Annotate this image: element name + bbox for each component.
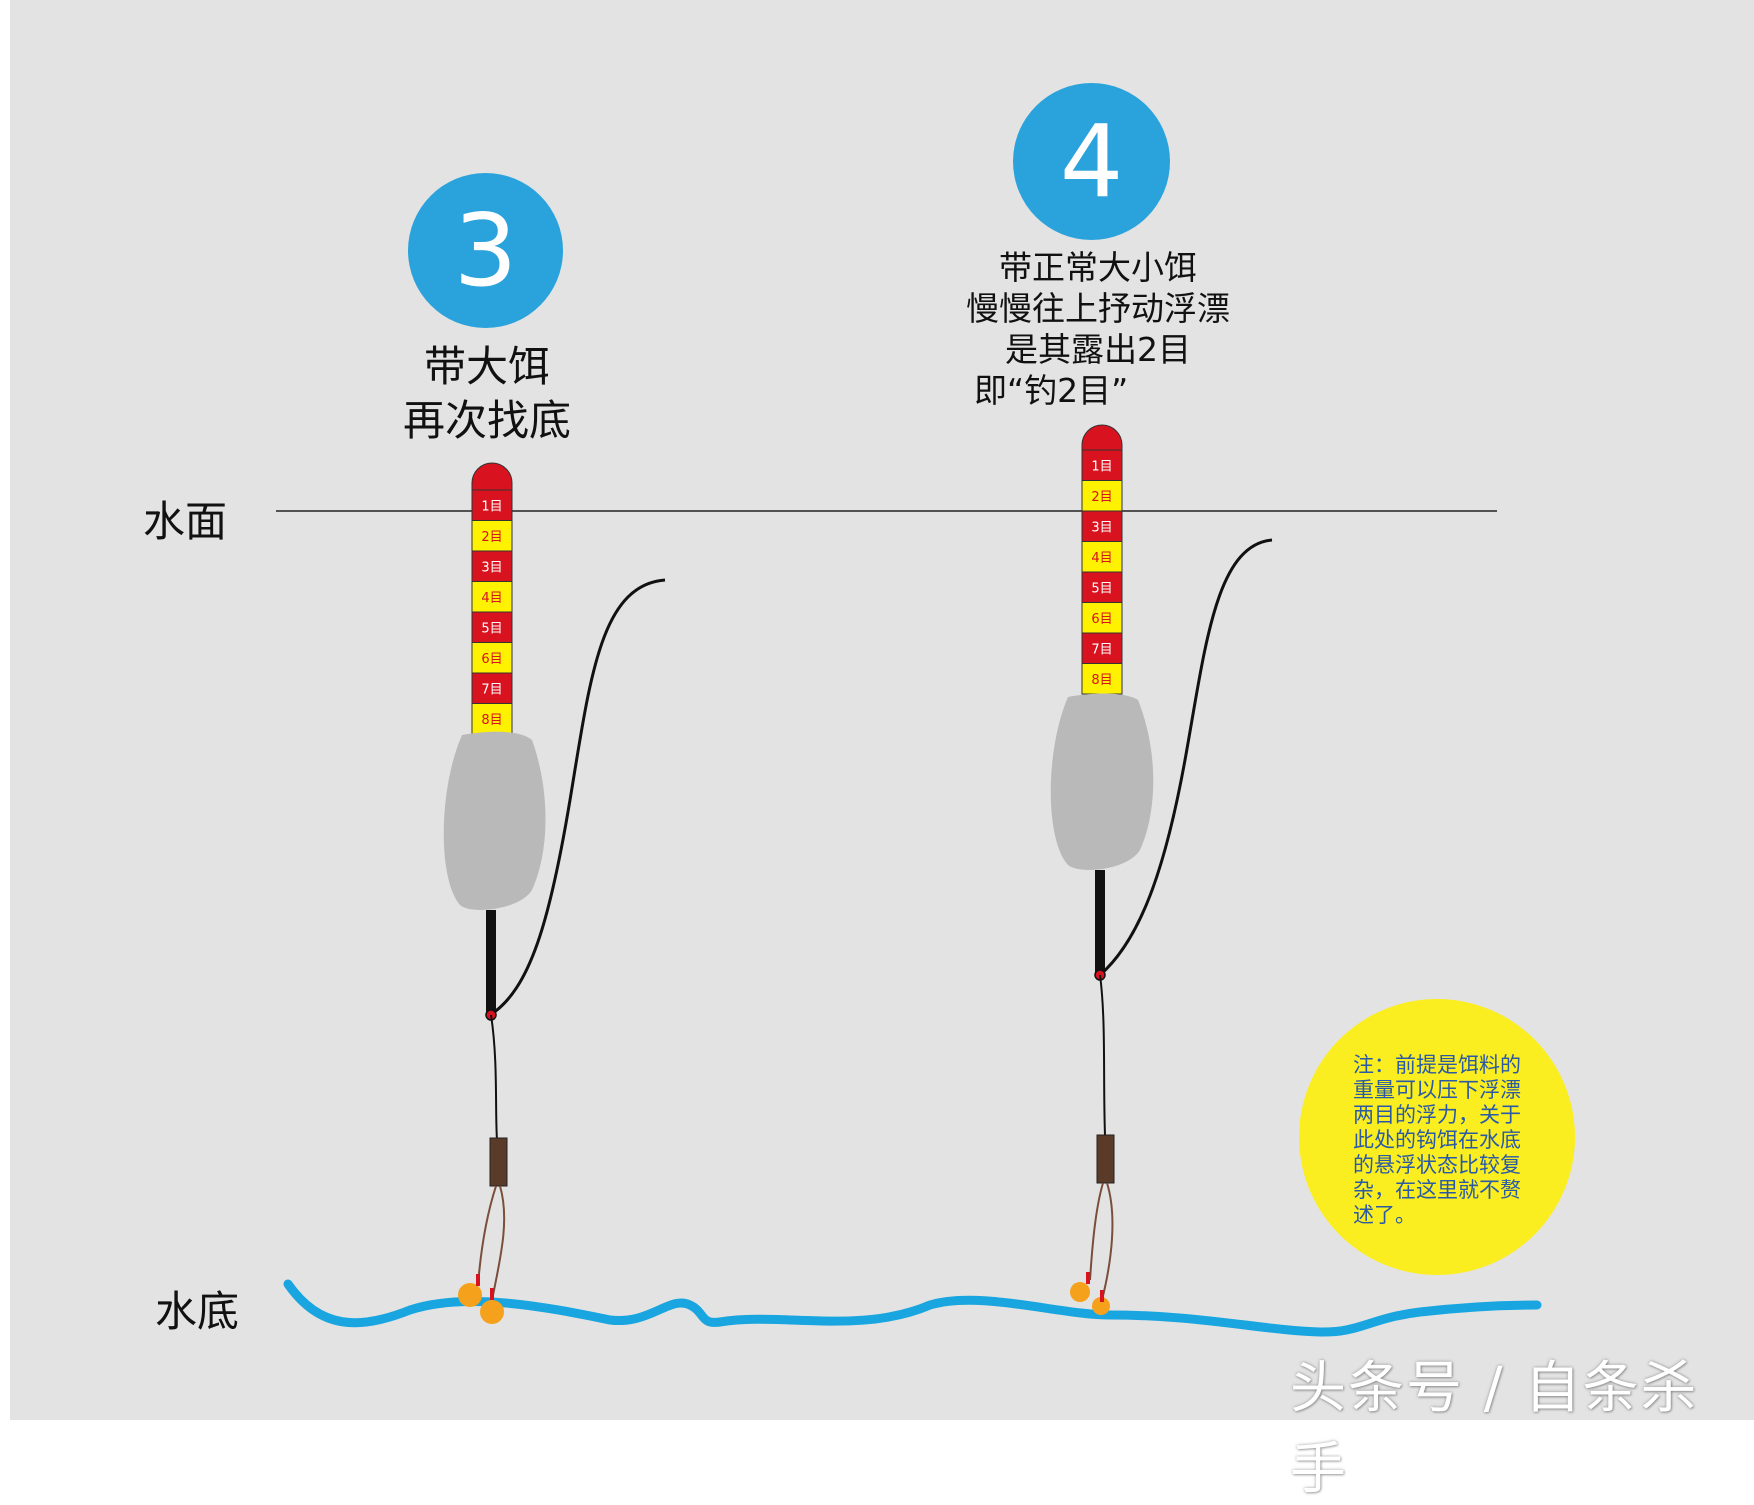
- hook-line-3b: [491, 1185, 506, 1301]
- hook-4b: [1100, 1290, 1104, 1302]
- float-stem-4: [1095, 870, 1105, 975]
- watermark: 头条号 / 自条杀手: [1290, 1356, 1699, 1502]
- swivel-3: [489, 1137, 508, 1187]
- float-4-mark-label-8: 8目: [1091, 673, 1112, 688]
- hook-line-4a: [1089, 1182, 1104, 1281]
- float-4-segment-4: [1081, 541, 1123, 573]
- bait-ball-4a: [1070, 1282, 1090, 1302]
- leader-line-4: [1099, 974, 1106, 1136]
- swivel-4: [1096, 1134, 1115, 1184]
- step-4-line-2: 慢慢往上抒动浮漂: [966, 289, 1230, 328]
- float-3-segment-7: [471, 672, 513, 704]
- leader-line-3: [490, 1014, 498, 1141]
- float-3-mark-label-5: 5目: [481, 621, 502, 636]
- float-marks-3: 1目 2目 3目 4目 5目 6目 7目 8目: [471, 489, 513, 735]
- float-4-segment-7: [1081, 632, 1123, 664]
- float-4-mark-label-4: 4目: [1091, 551, 1112, 566]
- hook-3a: [476, 1274, 480, 1286]
- step-3-badge: 3: [408, 173, 563, 328]
- float-3-segment-5: [471, 611, 513, 643]
- float-4-segment-5: [1081, 571, 1123, 603]
- main-line-4: [1099, 538, 1273, 977]
- float-3-mark-label-7: 7目: [481, 682, 502, 697]
- step-4-line-4: 即“钓2目”: [974, 371, 1129, 410]
- float-4-segment-3: [1081, 510, 1123, 542]
- bait-ball-3b: [480, 1300, 504, 1324]
- hook-line-4b: [1101, 1182, 1114, 1301]
- diagram-stage: 1目 2目 3目 4目 5目 6目 7目 8目 1目 2目 3目 4目 5目 6目 7目 8目: [10, 0, 1754, 1502]
- float-3-mark-label-3: 3目: [481, 560, 502, 575]
- float-4-mark-label-5: 5目: [1091, 581, 1112, 596]
- float-3-segment-6: [471, 642, 513, 674]
- float-marks-4: 1目 2目 3目 4目 5目 6目 7目 8目: [1081, 449, 1123, 695]
- float-3-mark-label-8: 8目: [481, 713, 502, 728]
- water-bottom-label: 水底: [155, 1287, 240, 1336]
- step-3-caption: 带大饵 再次找底: [403, 340, 571, 448]
- step-4-caption: 带正常大小饵 慢慢往上抒动浮漂 是其露出2目 即“钓2目”: [966, 247, 1230, 411]
- float-3-segment-2: [471, 520, 513, 552]
- float-3-mark-label-6: 6目: [481, 652, 502, 667]
- float-rig-4: 1目 2目 3目 4目 5目 6目 7目 8目: [1050, 424, 1273, 1315]
- float-3-mark-label-1: 1目: [481, 499, 502, 514]
- float-tip-4: [1081, 424, 1123, 452]
- float-rig-3: 1目 2目 3目 4目 5目 6目 7目 8目: [443, 462, 666, 1324]
- step-4-line-3: 是其露出2目: [1005, 330, 1191, 369]
- step-4-line-1: 带正常大小饵: [999, 248, 1197, 287]
- float-4-mark-label-6: 6目: [1091, 612, 1112, 627]
- water-surface-label: 水面: [143, 497, 228, 546]
- float-4-mark-label-3: 3目: [1091, 520, 1112, 535]
- float-3-mark-label-2: 2目: [481, 530, 502, 545]
- main-line-3: [489, 578, 666, 1017]
- step-4-badge: 4: [1013, 83, 1170, 240]
- float-3-segment-8: [471, 703, 513, 735]
- hook-4a: [1086, 1272, 1090, 1284]
- float-body-3: [443, 731, 546, 910]
- float-4-segment-1: [1081, 449, 1123, 481]
- step-3-line-2: 再次找底: [402, 396, 572, 445]
- step-3-number: 3: [453, 192, 518, 309]
- diagram-canvas: 1目 2目 3目 4目 5目 6目 7目 8目 1目 2目 3目 4目 5目 6目 7目 8目: [10, 0, 1754, 1420]
- float-4-mark-label-1: 1目: [1091, 459, 1112, 474]
- float-body-4: [1050, 693, 1154, 870]
- float-4-segment-8: [1081, 663, 1123, 695]
- float-4-mark-label-7: 7目: [1091, 642, 1112, 657]
- float-stem-3: [486, 910, 496, 1015]
- note-text: 注：前提是饵料的 重量可以压下浮漂 两目的浮力，关于 此处的钩饵在水底 的悬浮状…: [1353, 1053, 1521, 1227]
- step-3-line-1: 带大饵: [423, 342, 551, 391]
- note-circle: [1299, 999, 1575, 1275]
- float-4-segment-2: [1081, 480, 1123, 512]
- float-4-mark-label-2: 2目: [1091, 490, 1112, 505]
- float-tip-3: [471, 462, 513, 492]
- bait-ball-3a: [458, 1283, 482, 1307]
- step-4-number: 4: [1059, 103, 1124, 220]
- bait-ball-4b: [1092, 1297, 1110, 1315]
- float-3-segment-4: [471, 581, 513, 613]
- hook-3b: [490, 1288, 494, 1300]
- float-3-mark-label-4: 4目: [481, 591, 502, 606]
